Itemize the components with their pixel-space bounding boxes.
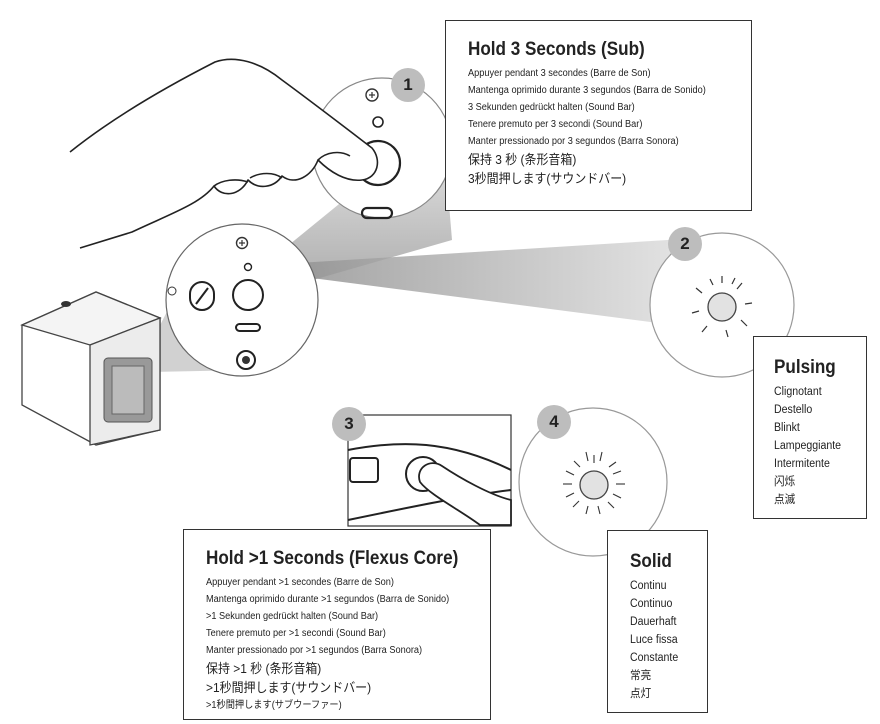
hold-core-line-zh: 保持 >1 秒 (条形音箱): [206, 661, 322, 676]
hold-core-line-pt: Manter pressionado por >1 segundos (Barr…: [206, 645, 423, 656]
solid-line-de: Dauerhaft: [630, 616, 677, 628]
hold-sub-line-es: Mantenga oprimido durante 3 segundos (Ba…: [468, 85, 706, 96]
hold-sub-callout: Hold 3 Seconds (Sub) Appuyer pendant 3 s…: [445, 20, 752, 211]
step-2-badge: 2: [668, 227, 702, 261]
hold-core-line-ja-soundbar: >1秒間押します(サウンドバー): [206, 680, 372, 695]
hold-core-title: Hold >1 Seconds (Flexus Core): [206, 548, 459, 569]
hold-core-line-it: Tenere premuto per >1 secondi (Sound Bar…: [206, 628, 386, 639]
hold-core-line-es: Mantenga oprimido durante >1 segundos (B…: [206, 594, 450, 605]
pulsing-line-ja: 点滅: [774, 494, 796, 506]
hold-sub-line-ja: 3秒間押します(サウンドバー): [468, 171, 627, 186]
pulsing-line-pt: Intermitente: [774, 458, 830, 470]
step-4-badge: 4: [537, 405, 571, 439]
solid-line-zh: 常亮: [630, 670, 652, 682]
pulsing-title: Pulsing: [774, 357, 836, 378]
hold-core-callout: Hold >1 Seconds (Flexus Core) Appuyer pe…: [183, 529, 491, 720]
zoom-beam-to-led: [250, 238, 712, 330]
step-3-badge: 3: [332, 407, 366, 441]
pulsing-line-it: Lampeggiante: [774, 440, 842, 452]
solid-line-es: Continuo: [630, 598, 673, 610]
pulsing-line-zh: 闪烁: [774, 476, 796, 488]
pulsing-callout: Pulsing Clignotant Destello Blinkt Lampe…: [753, 336, 867, 519]
hold-sub-line-fr: Appuyer pendant 3 secondes (Barre de Son…: [468, 68, 651, 79]
hand-pressing-illustration: [69, 58, 379, 249]
solid-line-it: Luce fissa: [630, 634, 678, 646]
step-1-badge: 1: [391, 68, 425, 102]
solid-callout: Solid Continu Continuo Dauerhaft Luce fi…: [607, 530, 708, 713]
solid-line-ja: 点灯: [630, 688, 652, 700]
solid-title: Solid: [630, 551, 672, 572]
hold-core-line-de: >1 Sekunden gedrückt halten (Sound Bar): [206, 611, 379, 622]
pulsing-line-fr: Clignotant: [774, 386, 822, 398]
solid-line-fr: Continu: [630, 580, 667, 592]
hold-sub-line-pt: Manter pressionado por 3 segundos (Barra…: [468, 136, 679, 147]
hold-sub-title: Hold 3 Seconds (Sub): [468, 39, 645, 60]
pulsing-line-de: Blinkt: [774, 422, 800, 434]
hold-core-line-ja-subwoofer: >1秒間押します(サブウーファー): [206, 700, 342, 711]
hold-sub-line-de: 3 Sekunden gedrückt halten (Sound Bar): [468, 102, 635, 113]
step4-led-zoom: [518, 407, 668, 557]
hold-core-line-fr: Appuyer pendant >1 secondes (Barre de So…: [206, 577, 394, 588]
solid-line-pt: Constante: [630, 652, 679, 664]
step3-zoom: [347, 414, 512, 527]
back-panel-zoom: [165, 223, 319, 377]
hold-sub-line-zh: 保持 3 秒 (条形音箱): [468, 152, 577, 167]
pulsing-line-es: Destello: [774, 404, 813, 416]
hold-sub-line-it: Tenere premuto per 3 secondi (Sound Bar): [468, 119, 643, 130]
subwoofer-device: [20, 291, 162, 446]
